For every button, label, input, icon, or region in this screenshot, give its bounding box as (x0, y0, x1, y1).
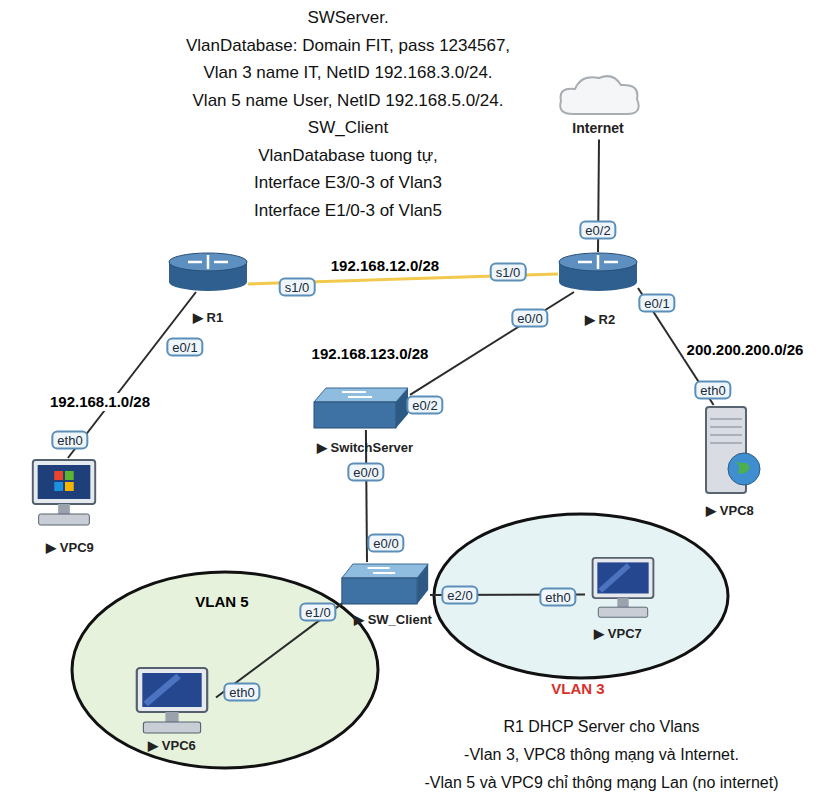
interface-label: e0/1 (638, 294, 675, 313)
pc-icon (128, 666, 216, 736)
note-line: -Vlan 3, VPC8 thông mạng và Internet. (369, 741, 834, 769)
pc-symbol (128, 666, 216, 736)
vlan-region: VLAN 5 ▶ VPC6 (70, 570, 380, 770)
note-line: Interface E3/0-3 of Vlan3 (150, 169, 546, 197)
pc-icon (585, 556, 661, 620)
device-name: ▶ VPC8 (706, 503, 754, 519)
device-name: ▶ VPC6 (148, 738, 196, 754)
note-line: Vlan 3 name IT, NetID 192.168.3.0/24. (150, 59, 546, 87)
router-symbol (168, 252, 248, 292)
cloud-symbol (555, 72, 643, 117)
server-symbol (692, 405, 764, 497)
note-line: Interface E1/0-3 of Vlan5 (150, 197, 546, 225)
interface-label: s1/0 (279, 278, 316, 297)
vlan-label: VLAN 3 (551, 681, 604, 697)
interface-label: e0/0 (511, 309, 548, 328)
device-name: ▶ R2 (585, 312, 615, 328)
sw-icon (312, 386, 410, 430)
router-symbol (558, 252, 638, 292)
network-label: 192.168.123.0/28 (310, 345, 431, 363)
note-line: SW_Client (150, 114, 546, 142)
network-label: 192.168.1.0/28 (48, 393, 152, 411)
pc-symbol (585, 556, 661, 620)
interface-label: e0/2 (406, 396, 443, 415)
cloud-icon (555, 72, 643, 117)
note-line: SWServer. (150, 4, 546, 32)
device-name: ▶ SW_Client (354, 612, 432, 628)
interface-label: e2/0 (441, 586, 478, 605)
device-name: ▶ R1 (193, 310, 223, 326)
note-line: Vlan 5 name User, NetID 192.168.5.0/24. (150, 87, 546, 115)
sw-icon (340, 562, 430, 606)
interface-label: eth0 (51, 431, 88, 450)
pc: ▶ VPC7 (585, 556, 661, 620)
note-line: VlanDatabase: Domain FIT, pass 1234567, (150, 32, 546, 60)
sw-symbol (312, 386, 410, 430)
router-icon (558, 252, 638, 292)
cloud-label: Internet (572, 120, 623, 136)
pc: ▶ VPC6 (128, 666, 216, 736)
network-label: 192.168.12.0/28 (329, 257, 441, 275)
internet-cloud: Internet (555, 72, 643, 117)
router-icon (168, 252, 248, 292)
device-name: ▶ VPC9 (46, 540, 94, 556)
switch: ▶ SW_Client (340, 562, 430, 606)
device-name: ▶ VPC7 (594, 626, 642, 642)
server: ▶ VPC8 (692, 405, 764, 497)
device-name: ▶ SwitchServer (317, 440, 413, 456)
interface-label: e0/1 (166, 338, 203, 357)
interface-label: e0/0 (367, 534, 404, 553)
server-icon (692, 405, 764, 497)
pc: ▶ VPC9 (25, 458, 103, 528)
note-line: R1 DHCP Server cho Vlans (369, 713, 834, 741)
network-label: 200.200.200.0/26 (685, 341, 806, 359)
pcwin-icon (25, 458, 103, 528)
router: ▶ R2 (558, 252, 638, 292)
router: ▶ R1 (168, 252, 248, 292)
note-box: SWServer.VlanDatabase: Domain FIT, pass … (150, 4, 546, 224)
pcwin-symbol (25, 458, 103, 528)
interface-label: eth0 (694, 381, 731, 400)
interface-label: eth0 (539, 588, 576, 607)
interface-label: e0/0 (347, 463, 384, 482)
vlan-label: VLAN 5 (195, 594, 248, 610)
interface-label: e1/0 (299, 603, 336, 622)
note-line: -Vlan 5 và VPC9 chỉ thông mạng Lan (no i… (369, 769, 834, 797)
sw-symbol (340, 562, 430, 606)
note-line: VlanDatabase tuong tự, (150, 142, 546, 170)
ethernet-link (410, 292, 574, 395)
interface-label: e0/2 (579, 221, 616, 240)
interface-label: eth0 (223, 683, 260, 702)
switch: ▶ SwitchServer (312, 386, 410, 430)
interface-label: s1/0 (490, 263, 527, 282)
note-box: R1 DHCP Server cho Vlans-Vlan 3, VPC8 th… (372, 713, 834, 797)
